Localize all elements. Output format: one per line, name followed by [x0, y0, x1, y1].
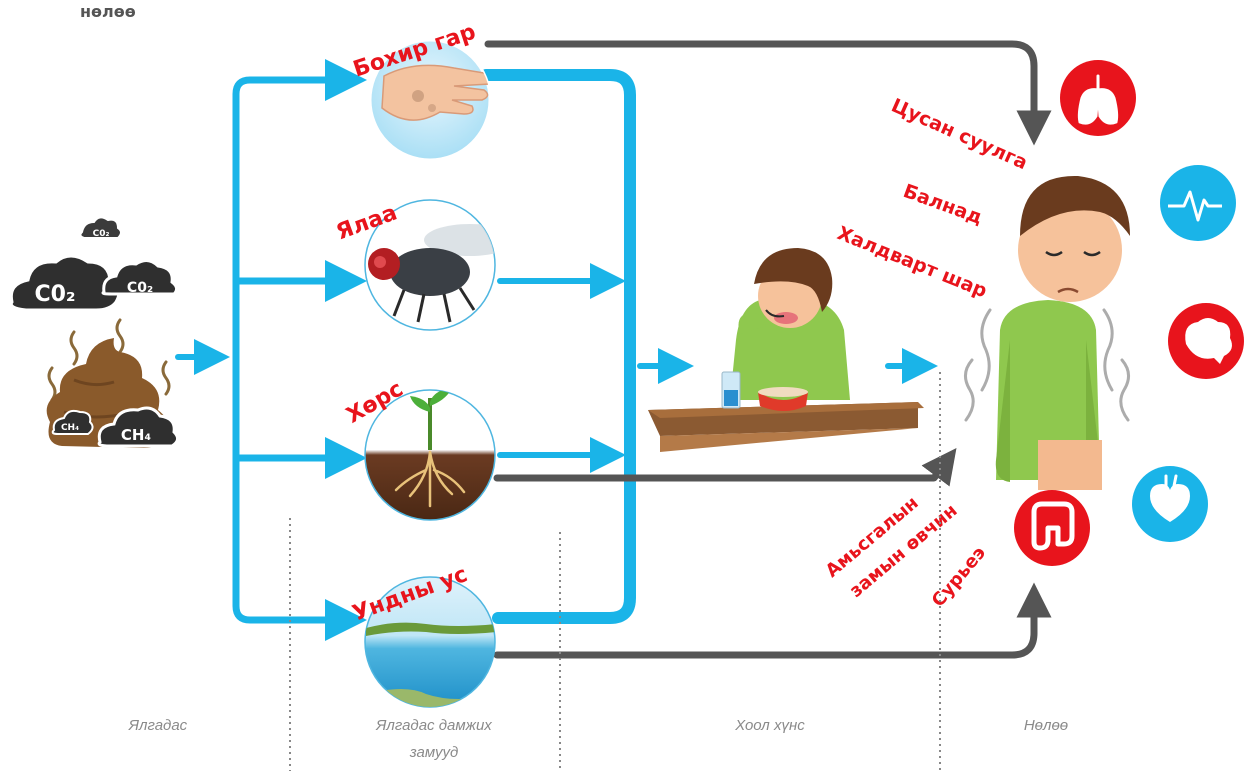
collector-trunk: [480, 69, 636, 624]
sick-boy-illustration: [964, 175, 1130, 490]
stage-label-impact: Нөлөө: [1024, 717, 1068, 734]
gas-cloud-ch4-small: CH₄: [51, 409, 94, 435]
pathway-groundwater: [364, 576, 496, 708]
brain-icon: [1168, 303, 1244, 379]
boy-eating-illustration: [648, 248, 924, 452]
pathway-dirty-hand: [368, 38, 492, 162]
cloud-label: C0₂: [127, 280, 153, 296]
source-feces-illustration: C0₂ C0₂ C0₂ CH₄ CH₄: [9, 216, 179, 448]
pathway-soil: [364, 389, 496, 521]
hand-to-person-arrow: [484, 40, 1052, 146]
heartbeat-icon: [1160, 165, 1236, 241]
hand-icon: [381, 64, 490, 121]
lungs-icon: [1060, 60, 1136, 136]
disease-label: Халдварт шар: [834, 222, 990, 302]
flow-arrows: [175, 59, 938, 641]
gas-cloud-ch4-large: CH₄: [97, 406, 179, 448]
direct-arrows: [484, 40, 1052, 659]
branch-trunk: [232, 76, 344, 624]
plant-roots-icon: [394, 390, 466, 508]
soil-to-person-arrow: [493, 448, 957, 487]
stage-separators: [289, 372, 941, 771]
gas-cloud-small: C0₂: [79, 216, 122, 239]
heart-icon: [1132, 466, 1208, 542]
gas-cloud-large: C0₂: [9, 254, 121, 312]
gas-cloud-medium: C0₂: [101, 259, 179, 296]
stage-label-pathways-line2: замууд: [409, 744, 459, 761]
cloud-label: CH₄: [121, 426, 151, 444]
stage-label-pathways-line1: Ялгадас дамжих: [375, 717, 492, 734]
odor-lines: [47, 318, 171, 402]
header-title-fragment: нөлөө: [80, 2, 136, 21]
cloud-label: C0₂: [34, 282, 75, 307]
lake-icon: [366, 622, 495, 707]
disease-label: Цусан суулга: [888, 94, 1031, 174]
disease-label: Балнад: [900, 180, 985, 229]
cloud-label: C0₂: [93, 229, 110, 239]
disease-label: Сурьеэ: [928, 542, 990, 611]
stage-label-source: Ялгадас: [128, 717, 188, 734]
intestine-icon: [1014, 490, 1090, 566]
cloud-label: CH₄: [61, 423, 79, 433]
stage-label-food: Хоол хүнс: [734, 717, 805, 734]
water-to-person-arrow: [493, 582, 1052, 659]
